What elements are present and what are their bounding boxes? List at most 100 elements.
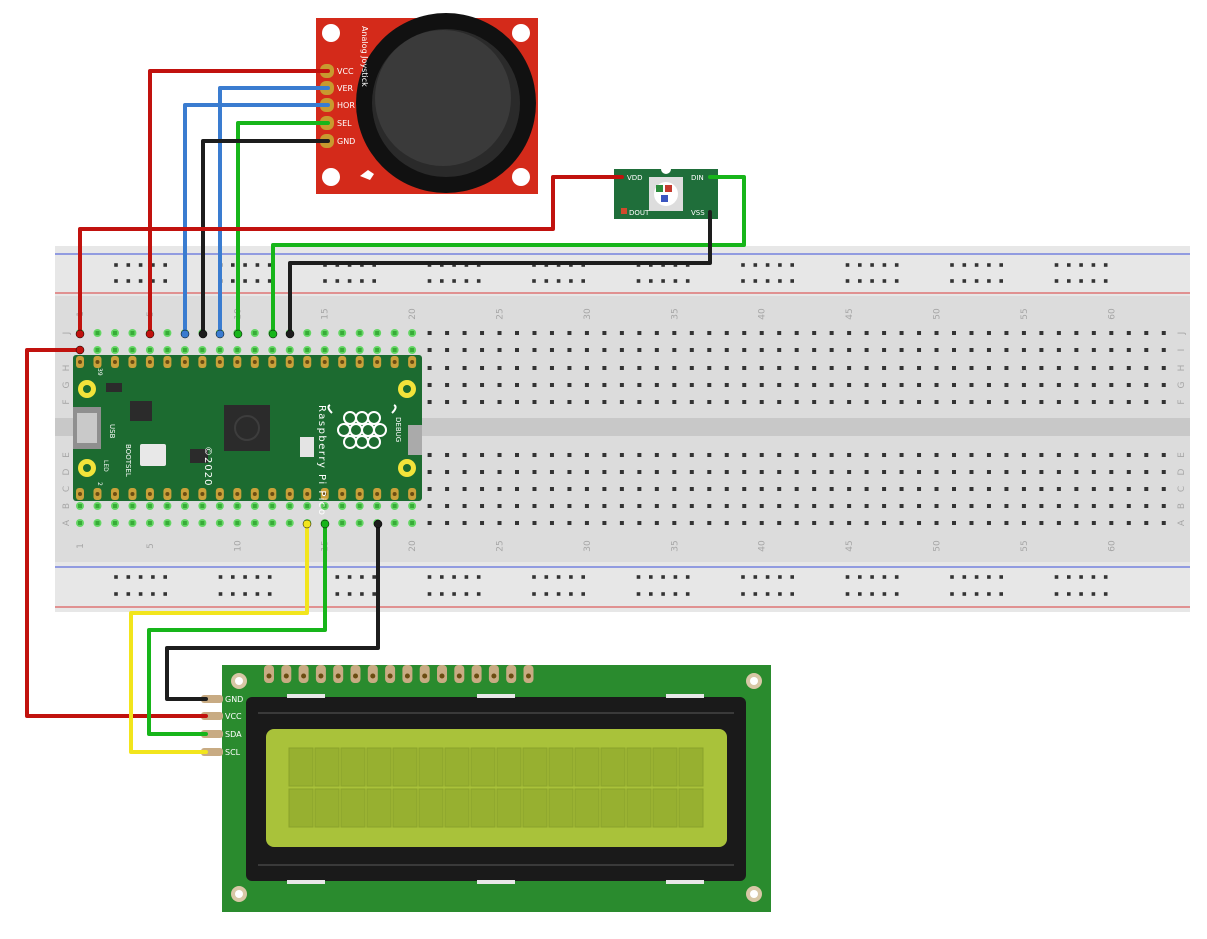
breadboard-hole: [532, 470, 537, 474]
lcd-pin-label: VCC: [225, 712, 242, 721]
rail-hole: [636, 592, 641, 596]
breadboard-hole: [1144, 400, 1149, 404]
breadboard-hole: [567, 453, 572, 457]
breadboard-hole: [847, 521, 852, 525]
breadboard-hole: [1109, 470, 1114, 474]
breadboard-hole: [1091, 487, 1096, 491]
rail-hole: [544, 279, 549, 283]
wire-green-joystick-sel: [236, 121, 330, 336]
rail-hole: [1067, 592, 1071, 596]
lcd-header-pins: [264, 665, 534, 683]
breadboard-hole: [812, 383, 817, 387]
breadboard-hole: [759, 453, 764, 457]
breadboard-hole: [1126, 470, 1131, 474]
breadboard-hole: [899, 470, 904, 474]
rail-hole: [255, 263, 260, 267]
breadboard-hole: [619, 453, 624, 457]
breadboard-hole: [899, 331, 904, 335]
connected-hole: [338, 329, 347, 337]
rail-hole: [649, 279, 653, 283]
breadboard-hole: [445, 453, 450, 457]
breadboard-hole: [934, 470, 939, 474]
rail-hole: [581, 279, 585, 283]
rail-hole: [858, 279, 862, 283]
rail-hole: [753, 592, 758, 596]
rail-hole: [151, 263, 155, 267]
breadboard-hole: [759, 504, 764, 508]
breadboard-hole: [864, 348, 869, 352]
breadboard-hole: [602, 331, 607, 335]
breadboard-hole: [917, 521, 922, 525]
breadboard-hole: [532, 487, 537, 491]
breadboard-hole: [689, 521, 694, 525]
breadboard-hole: [1109, 366, 1114, 370]
wire-black-led-vss: [288, 210, 712, 336]
breadboard-hole: [847, 400, 852, 404]
lcd-pin: [201, 712, 223, 720]
breadboard-hole: [1109, 504, 1114, 508]
breadboard-hole: [707, 331, 712, 335]
lcd-char-cell: [314, 788, 340, 828]
breadboard-hole: [899, 366, 904, 370]
rail-hole: [243, 263, 247, 267]
breadboard-hole: [1091, 470, 1096, 474]
breadboard-hole: [1004, 470, 1009, 474]
lcd-pin-label: GND: [225, 695, 243, 704]
breadboard-hole: [1039, 504, 1044, 508]
lcd-char-cell: [392, 788, 418, 828]
breadboard-hole: [619, 400, 624, 404]
breadboard-hole: [742, 470, 747, 474]
breadboard-hole: [445, 504, 450, 508]
breadboard-hole: [1004, 521, 1009, 525]
breadboard-hole: [917, 366, 922, 370]
joystick-mount-hole: [322, 168, 340, 186]
breadboard-hole: [1074, 383, 1079, 387]
breadboard-hole: [480, 331, 485, 335]
rail-hole: [1054, 279, 1059, 283]
rail-hole: [1091, 263, 1096, 267]
breadboard-hole: [1039, 521, 1044, 525]
breadboard-hole: [515, 366, 519, 370]
rail-hole: [126, 263, 131, 267]
breadboard-hole: [777, 453, 782, 457]
rail-hole: [999, 263, 1003, 267]
breadboard-hole: [637, 348, 642, 352]
breadboard-hole: [777, 331, 782, 335]
breadboard-hole: [549, 400, 554, 404]
rail-hole: [335, 575, 340, 579]
connected-hole: [285, 346, 294, 354]
connected-hole: [180, 519, 189, 527]
rail-hole: [685, 575, 690, 579]
breadboard-hole: [986, 366, 991, 370]
rail-hole: [347, 575, 352, 579]
breadboard-hole: [969, 331, 974, 335]
rail-hole: [894, 592, 899, 596]
row-letter: J: [62, 332, 72, 336]
breadboard-hole: [794, 331, 799, 335]
rail-hole: [685, 279, 690, 283]
connected-hole: [163, 346, 172, 354]
breadboard-hole: [1161, 521, 1166, 525]
breadboard-hole: [497, 348, 502, 352]
breadboard-hole: [742, 383, 747, 387]
rail-hole: [427, 575, 432, 579]
row-letter: G: [62, 381, 72, 388]
breadboard-hole: [1056, 331, 1061, 335]
wire-green-led-din: [271, 175, 746, 336]
breadboard-hole: [549, 383, 554, 387]
breadboard-hole: [882, 348, 887, 352]
breadboard-hole: [917, 400, 922, 404]
lcd-char-cell: [288, 747, 314, 787]
rail-hole: [753, 279, 758, 283]
breadboard-hole: [480, 521, 485, 525]
rail-hole: [243, 592, 247, 596]
breadboard-hole: [742, 521, 747, 525]
breadboard-hole: [707, 453, 712, 457]
breadboard-hole: [882, 487, 887, 491]
column-number: 30: [583, 308, 593, 320]
connected-hole: [390, 346, 399, 354]
breadboard-hole: [462, 366, 467, 370]
breadboard-hole: [777, 348, 782, 352]
breadboard-hole: [497, 504, 502, 508]
rail-hole: [673, 279, 678, 283]
